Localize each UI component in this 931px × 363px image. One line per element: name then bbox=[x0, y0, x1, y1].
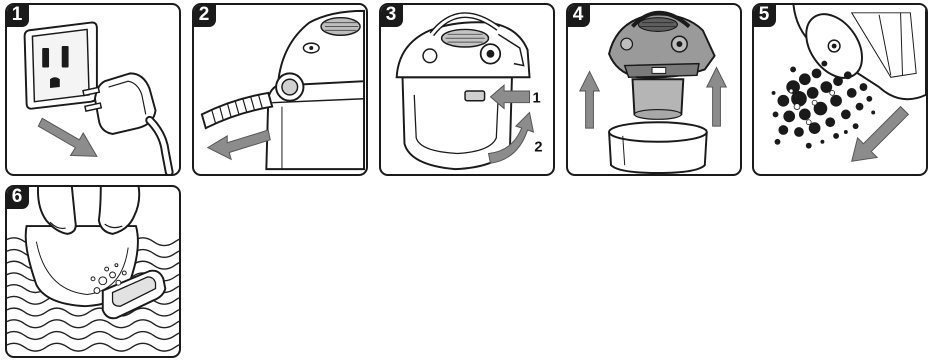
step-6-panel: 6 bbox=[5, 185, 181, 358]
callout-number-2: 2 bbox=[534, 140, 542, 156]
step-3-panel: 3 1 2 bbox=[379, 3, 555, 176]
remove-hose-illustration bbox=[194, 5, 366, 174]
step-1-panel: 1 bbox=[5, 3, 181, 176]
wash-filter-illustration bbox=[7, 187, 179, 356]
step-number-badge: 4 bbox=[566, 3, 590, 27]
release-latch-illustration: 1 2 bbox=[381, 5, 553, 174]
step-number-badge: 2 bbox=[192, 3, 216, 27]
step-4-panel: 4 bbox=[566, 3, 742, 176]
step-5-panel: 5 bbox=[752, 3, 928, 176]
unplug-cord-illustration bbox=[7, 5, 179, 174]
lift-head-illustration bbox=[568, 5, 740, 174]
step-number-badge: 6 bbox=[5, 185, 29, 209]
step-2-panel: 2 bbox=[192, 3, 368, 176]
callout-number-1: 1 bbox=[532, 91, 540, 107]
step-number-badge: 5 bbox=[752, 3, 776, 27]
step-number-badge: 3 bbox=[379, 3, 403, 27]
empty-debris-illustration bbox=[754, 5, 926, 174]
step-number-badge: 1 bbox=[5, 3, 29, 27]
